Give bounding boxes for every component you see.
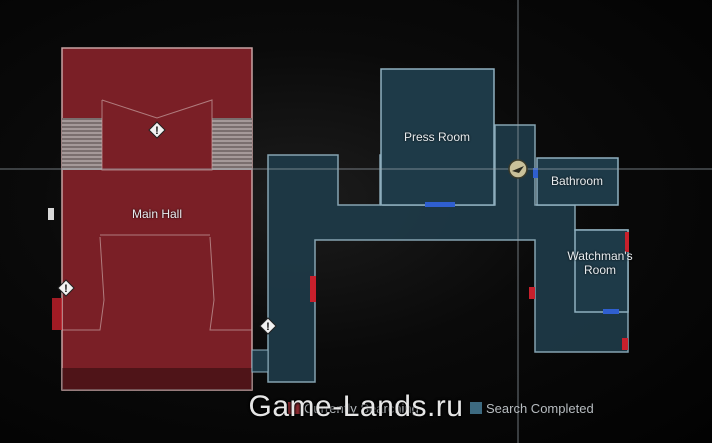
hint-exclamation-icon[interactable]: ! — [57, 279, 75, 297]
main-hall-room[interactable] — [61, 47, 253, 391]
exclamation-diamond-icon: ! — [57, 279, 75, 297]
corridor-hallway[interactable] — [267, 124, 629, 383]
main-hall-staircase-right — [212, 118, 252, 170]
bathroom-room[interactable] — [536, 157, 619, 206]
room-label-press-room: Press Room — [403, 130, 471, 144]
main-hall-inner-outline — [62, 236, 105, 331]
exclamation-diamond-icon: ! — [259, 317, 277, 335]
legend-label: Currently Searching — [304, 401, 419, 416]
press-room-room[interactable] — [380, 68, 495, 206]
main-hall-side-door[interactable] — [48, 208, 54, 220]
corridor-red-door-end[interactable] — [622, 338, 628, 350]
main-hall-staircase-left — [62, 118, 102, 170]
corridor-red-door-small[interactable] — [529, 287, 535, 299]
main-hall-balcony-outline — [101, 99, 213, 171]
main-hall-inner-outline-right — [209, 236, 252, 331]
room-label-watchmans-line2: Room — [583, 263, 617, 277]
east-wing-area[interactable] — [251, 68, 629, 383]
watchmans-room-red-wall — [625, 232, 629, 252]
legend-swatch-blue — [470, 402, 482, 414]
room-label-watchmans-room: Watchman's Room — [567, 249, 632, 277]
hint-glyph: ! — [266, 321, 270, 333]
press-room-door[interactable] — [425, 202, 455, 207]
hint-exclamation-icon[interactable]: ! — [148, 121, 166, 139]
site-watermark: Game-Lands.ru — [248, 390, 464, 423]
legend-search-completed: Search Completed — [470, 401, 594, 416]
player-arrow-icon — [508, 159, 528, 179]
bathroom-door[interactable] — [533, 168, 538, 178]
legend-currently-searching: Currently Searching — [288, 401, 419, 416]
main-hall-dimmed-bottom — [62, 368, 252, 390]
room-label-watchmans-line1: Watchman's — [567, 249, 633, 263]
hint-exclamation-icon[interactable]: ! — [259, 317, 277, 335]
hint-glyph: ! — [155, 125, 159, 137]
legend-label: Search Completed — [486, 401, 594, 416]
exclamation-diamond-icon: ! — [148, 121, 166, 139]
room-label-bathroom: Bathroom — [550, 174, 604, 188]
main-hall-red-door[interactable] — [52, 298, 62, 330]
map-legend: Currently Searching Search Completed — [0, 401, 712, 425]
room-label-main-hall: Main Hall — [131, 207, 183, 221]
corridor-red-door[interactable] — [310, 276, 316, 302]
watchmans-room-door[interactable] — [603, 309, 619, 314]
watchmans-room-room[interactable] — [574, 229, 629, 313]
hint-glyph: ! — [64, 283, 68, 295]
legend-swatch-red — [288, 402, 300, 414]
main-hall-area[interactable] — [48, 47, 253, 391]
corridor-connector — [251, 349, 269, 373]
player-position-icon[interactable] — [508, 159, 528, 179]
